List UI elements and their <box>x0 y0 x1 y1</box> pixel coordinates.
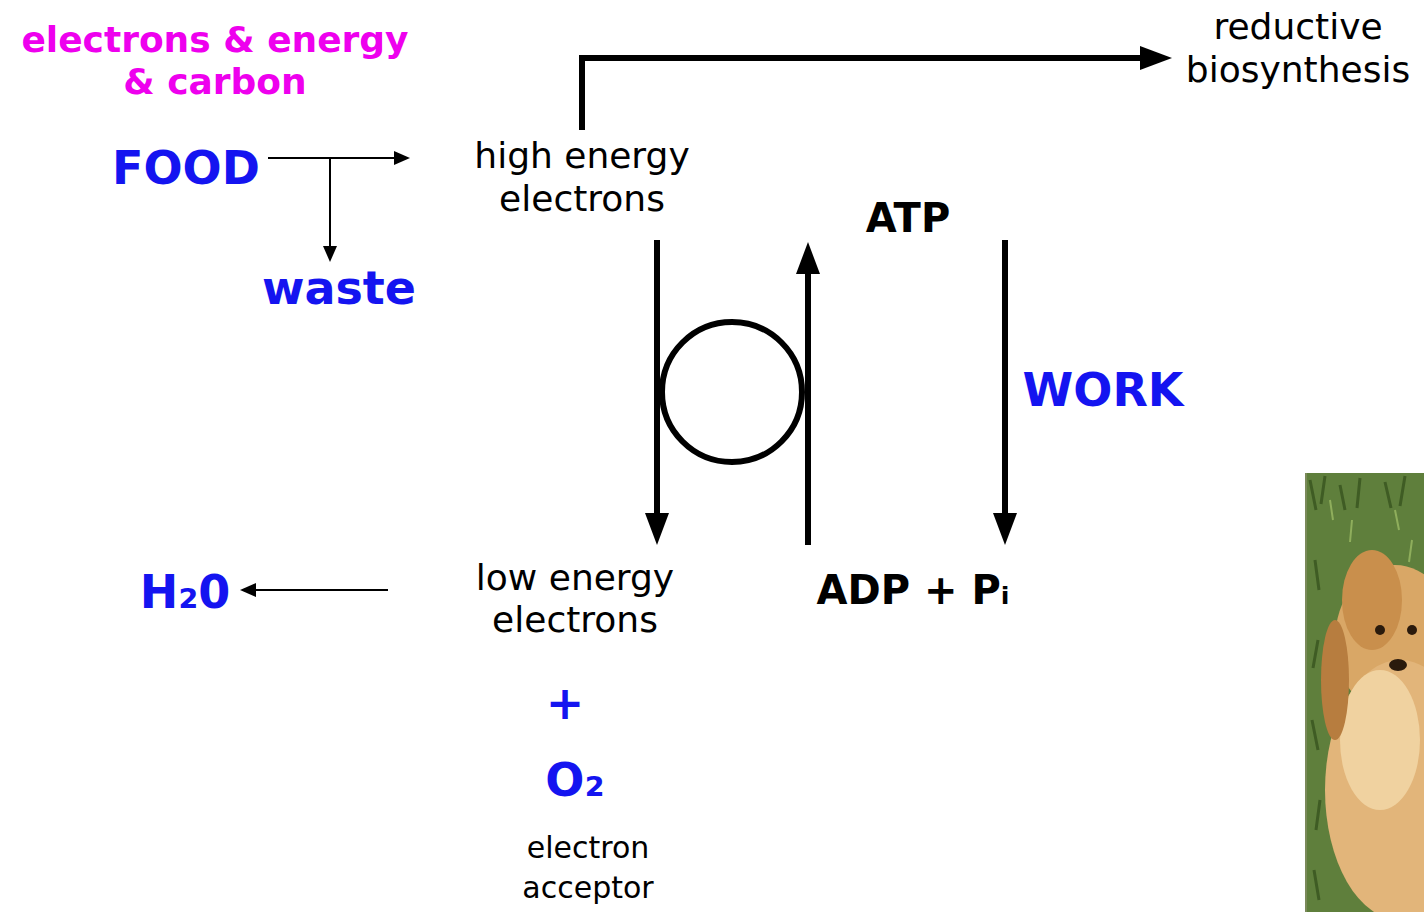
acceptor-note: electron acceptor <box>488 828 688 908</box>
product-label: H₂0 <box>140 565 231 619</box>
arrow-heads <box>645 46 1172 545</box>
waste-label: waste <box>262 261 416 315</box>
state-label: high energy electrons <box>452 134 712 220</box>
output-label: reductive biosynthesis <box>1178 5 1418 91</box>
oxygen-label: O₂ <box>545 753 604 807</box>
thin-arrows <box>240 151 410 597</box>
thick-arrows <box>582 58 1142 545</box>
state-label: low energy electrons <box>455 557 695 641</box>
dog-photo <box>1305 473 1424 912</box>
plus-sign: + <box>546 676 585 730</box>
molecule-label: ATP <box>866 194 950 242</box>
molecule-label: ADP + Pᵢ <box>817 566 1010 614</box>
work-label: WORK <box>1023 363 1184 417</box>
food-label: FOOD <box>112 141 260 195</box>
input-note: electrons & energy & carbon <box>10 19 420 103</box>
